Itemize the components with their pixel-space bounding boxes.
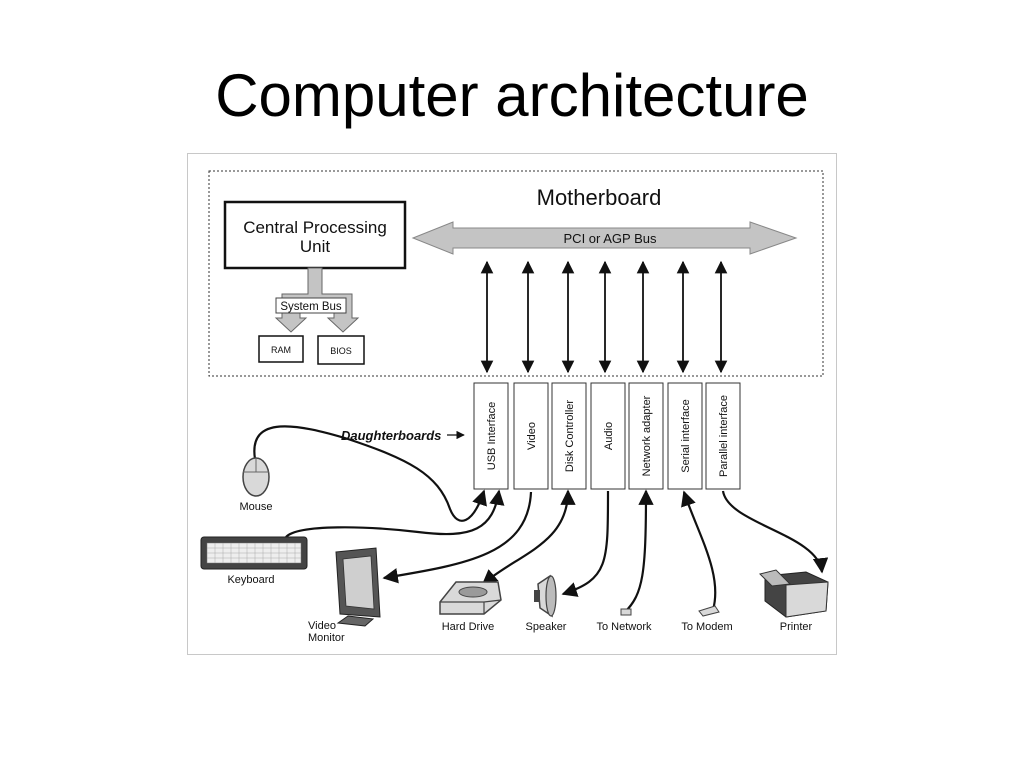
- video-monitor-label-line2: Monitor: [308, 632, 345, 644]
- printer-label: Printer: [780, 621, 813, 633]
- daughterboards-label: Daughterboards: [341, 428, 441, 443]
- to-network-label: To Network: [596, 621, 652, 633]
- motherboard-region: [208, 170, 824, 377]
- cable-audio: [561, 490, 610, 597]
- printer-icon: [759, 569, 829, 618]
- bios-label: BIOS: [330, 346, 352, 356]
- ram-box: [258, 335, 304, 363]
- architecture-diagram: Motherboard Central Processing Unit PCI …: [187, 153, 837, 655]
- card-video: [513, 382, 549, 490]
- cable-keyboard: [285, 489, 505, 538]
- card-usb: [473, 382, 509, 490]
- modem-plug-icon: [698, 605, 720, 617]
- pci-bus-label: PCI or AGP Bus: [564, 231, 657, 246]
- diagram-canvas: Motherboard Central Processing Unit PCI …: [200, 170, 829, 644]
- keyboard-icon: [200, 536, 308, 570]
- motherboard-label: Motherboard: [537, 185, 662, 210]
- card-audio: [590, 382, 626, 490]
- slide-title: Computer architecture: [215, 62, 809, 129]
- mouse-icon: [242, 457, 270, 497]
- card-label-parallel: Parallel interface: [718, 395, 730, 477]
- speaker-icon: [534, 574, 557, 618]
- cpu-label-line1: Central Processing: [243, 218, 387, 237]
- hard-drive-label: Hard Drive: [442, 621, 495, 633]
- keyboard-label: Keyboard: [227, 574, 274, 586]
- daughterboard-cards: USB Interface Video Disk Controller Audi…: [473, 382, 741, 490]
- card-label-audio: Audio: [603, 422, 615, 450]
- ram-label: RAM: [271, 345, 291, 355]
- cable-network: [624, 489, 654, 613]
- card-label-disk: Disk Controller: [564, 400, 576, 472]
- video-monitor-icon: [335, 547, 381, 627]
- cable-parallel: [721, 490, 829, 574]
- cpu-box: [223, 200, 407, 270]
- pci-bus-arrow: [411, 221, 798, 255]
- network-plug-icon: [620, 608, 632, 616]
- card-network: [628, 382, 664, 490]
- bios-box: [317, 335, 365, 365]
- card-label-video: Video: [526, 422, 538, 450]
- bus-connectors: [480, 260, 728, 374]
- card-parallel: [705, 382, 741, 490]
- card-label-serial: Serial interface: [680, 399, 692, 472]
- cpu-label-line2: Unit: [300, 237, 331, 256]
- card-label-network: Network adapter: [641, 395, 653, 476]
- card-disk: [551, 382, 587, 490]
- speaker-label: Speaker: [526, 621, 567, 633]
- to-modem-label: To Modem: [681, 621, 732, 633]
- mouse-label: Mouse: [239, 501, 272, 513]
- card-label-usb: USB Interface: [486, 402, 498, 470]
- card-serial: [667, 382, 703, 490]
- device-cables: [253, 425, 829, 613]
- system-bus-label: System Bus: [280, 301, 342, 313]
- system-bus-label-box: [275, 297, 347, 314]
- hard-drive-icon: [439, 581, 502, 615]
- cable-disk: [481, 489, 576, 586]
- video-monitor-label-line1: Video: [308, 620, 336, 632]
- cable-mouse: [253, 425, 487, 522]
- cable-serial: [681, 490, 717, 611]
